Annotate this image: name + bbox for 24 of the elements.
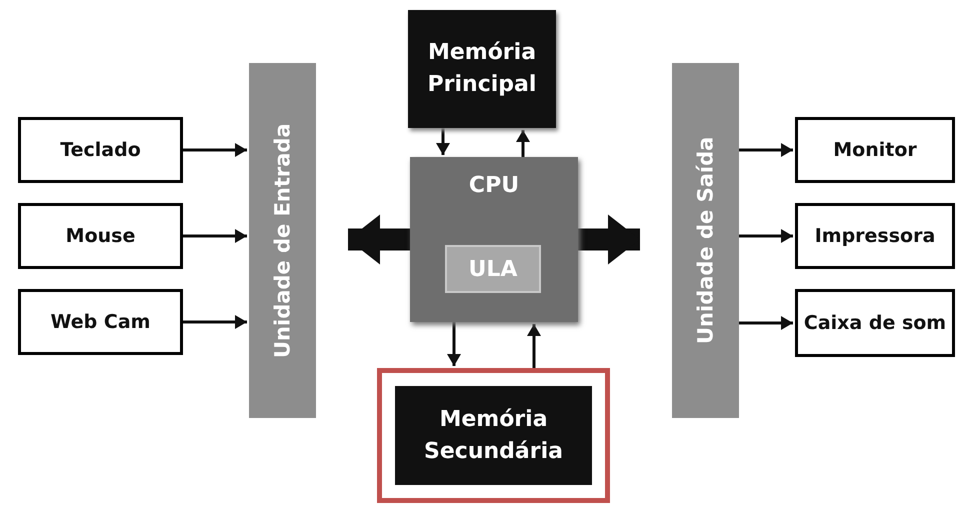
memory-box: Memória Principal: [408, 10, 556, 128]
arrow: [183, 229, 247, 243]
device-box: Web Cam: [18, 289, 183, 355]
arrow: [739, 316, 793, 330]
block-arrow: [348, 214, 410, 264]
arrow: [183, 143, 247, 157]
device-box: Teclado: [18, 117, 183, 183]
unit-bar: Unidade de Entrada: [249, 63, 316, 418]
arrow: [739, 229, 793, 243]
node-title: CPU: [468, 173, 520, 198]
device-box: Impressora: [795, 203, 955, 269]
arrow: [436, 128, 450, 155]
block-arrow: [578, 214, 640, 264]
unit-bar: Unidade de Saída: [672, 63, 739, 418]
device-box: Caixa de som: [795, 289, 955, 357]
alu-box: ULA: [445, 245, 541, 293]
device-box: Mouse: [18, 203, 183, 269]
arrow: [739, 143, 793, 157]
arrow: [527, 324, 541, 368]
arrow: [183, 315, 247, 329]
highlighted-memory-box: Memória Secundária: [377, 368, 610, 503]
arrow: [447, 322, 461, 366]
device-box: Monitor: [795, 117, 955, 183]
arrow: [516, 130, 530, 157]
